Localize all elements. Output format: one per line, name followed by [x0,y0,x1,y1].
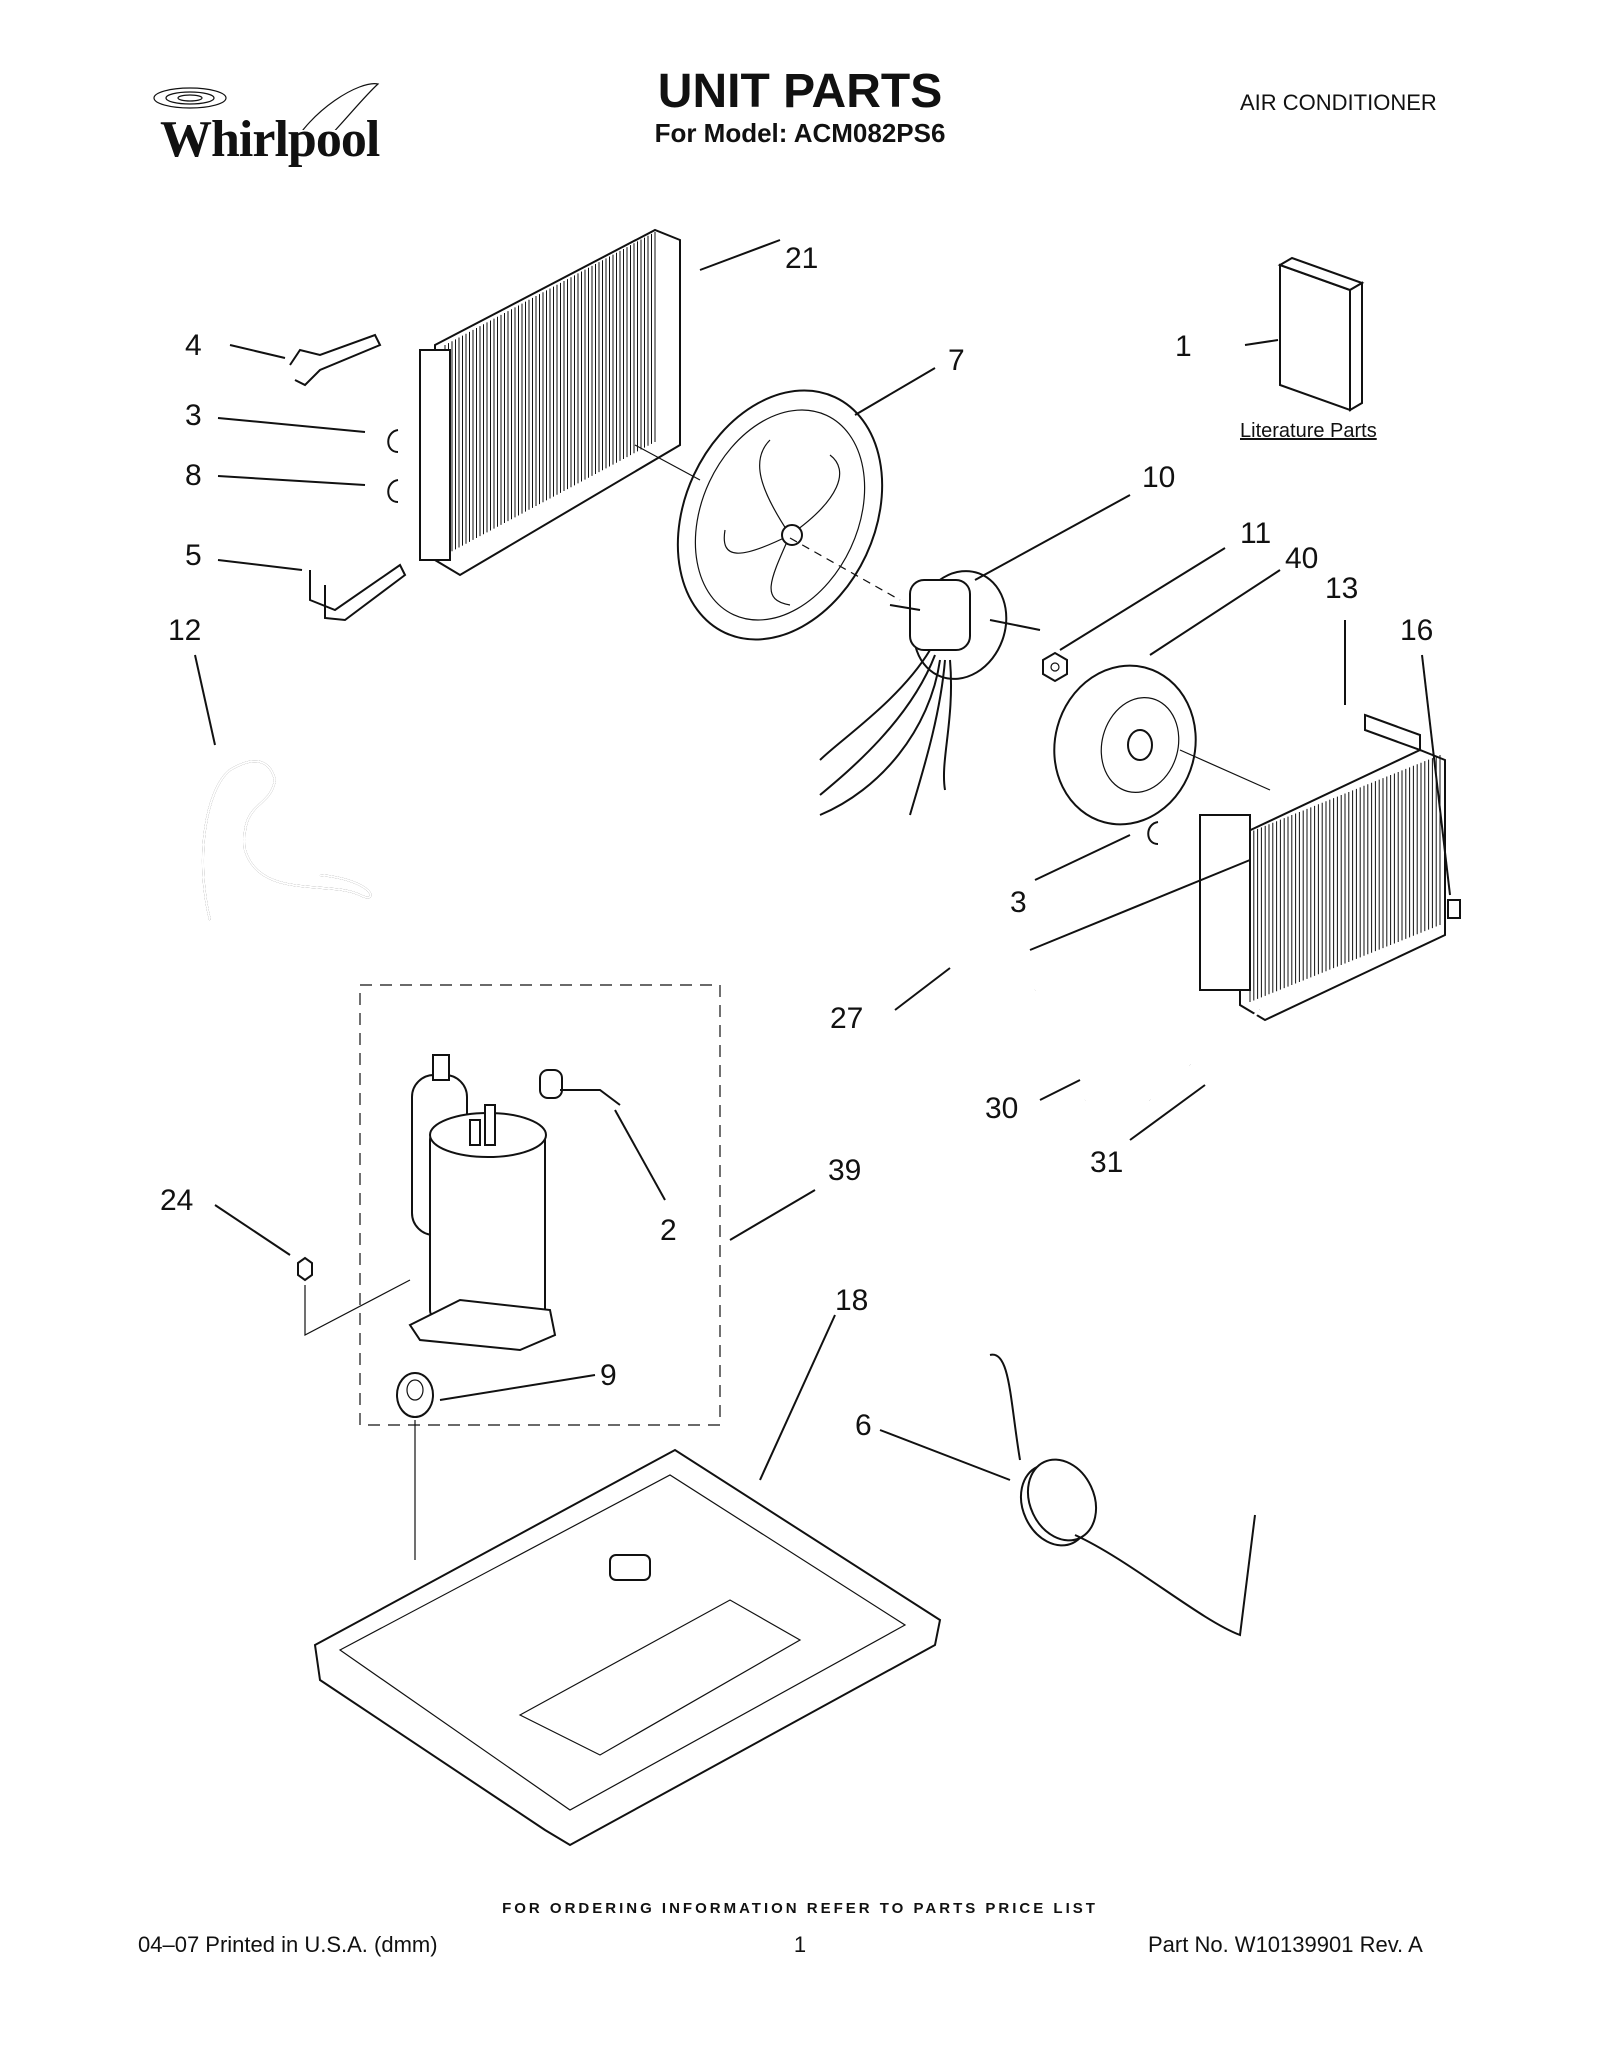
connecting-tube [943,839,1037,1022]
grommet [396,1372,434,1418]
brand-name: Whirlpool [160,111,380,168]
page-number: 1 [793,1932,807,1957]
callout-8: 8 [185,459,202,492]
callout-30: 30 [985,1092,1018,1125]
nut [1042,651,1068,683]
compressor-nut [297,1256,313,1282]
callout-4: 4 [185,329,202,362]
callout-9: 9 [600,1359,617,1392]
thermistor [1447,899,1461,919]
callout-6: 6 [855,1409,872,1442]
callout-5: 5 [185,539,202,572]
callout-21: 21 [785,242,818,275]
clip-lower [387,479,399,503]
page-title: UNIT PARTS [657,65,943,118]
ordering-note: FOR ORDERING INFORMATION REFER TO PARTS … [502,1900,1098,1917]
model-subtitle: For Model: ACM082PS6 [654,118,946,148]
base-pan [313,1448,942,1847]
product-category: AIR CONDITIONER [1240,90,1437,115]
callout-2: 2 [660,1214,677,1247]
compressor-assembly [359,984,721,1426]
discharge-tube [289,333,382,387]
part-number: Part No. W10139901 Rev. A [1148,1932,1423,1957]
callout-18: 18 [835,1284,868,1317]
overload-protector [539,1069,621,1106]
clip-upper [387,429,399,453]
condenser-coil [419,228,681,577]
clip-evaporator [1147,821,1159,845]
capillary-tube [201,760,372,921]
whirlpool-logo: Whirlpool [140,70,390,170]
callout-12: 12 [168,614,201,647]
literature-booklet [1277,256,1365,412]
callout-11: 11 [1240,517,1271,550]
callout-1: 1 [1175,330,1192,363]
callout-31: 31 [1090,1146,1123,1179]
return-tube [1189,1008,1262,1077]
literature-parts-label: Literature Parts [1240,420,1377,442]
callout-10: 10 [1142,461,1175,494]
print-info: 04–07 Printed in U.S.A. (dmm) [138,1932,438,1957]
callout-27: 27 [830,1002,863,1035]
callout-24: 24 [160,1184,193,1217]
fan-shroud [676,389,884,641]
callout-7: 7 [948,344,965,377]
callout-16: 16 [1400,614,1433,647]
callout-39: 39 [828,1154,861,1187]
suction-tube [309,563,407,622]
drain-hose-coil [989,1353,1256,1637]
callout-40: 40 [1285,542,1318,575]
evaporator-coil [1199,713,1446,1022]
callout-13: 13 [1325,572,1358,605]
strainer-tube [1083,993,1152,1102]
fan-motor [819,570,1041,816]
swirl-icon [153,83,380,130]
callout-3-upper: 3 [185,399,202,432]
leader-lines [194,239,1451,1481]
blower-wheel [1053,664,1197,826]
callout-3-lower: 3 [1010,886,1027,919]
